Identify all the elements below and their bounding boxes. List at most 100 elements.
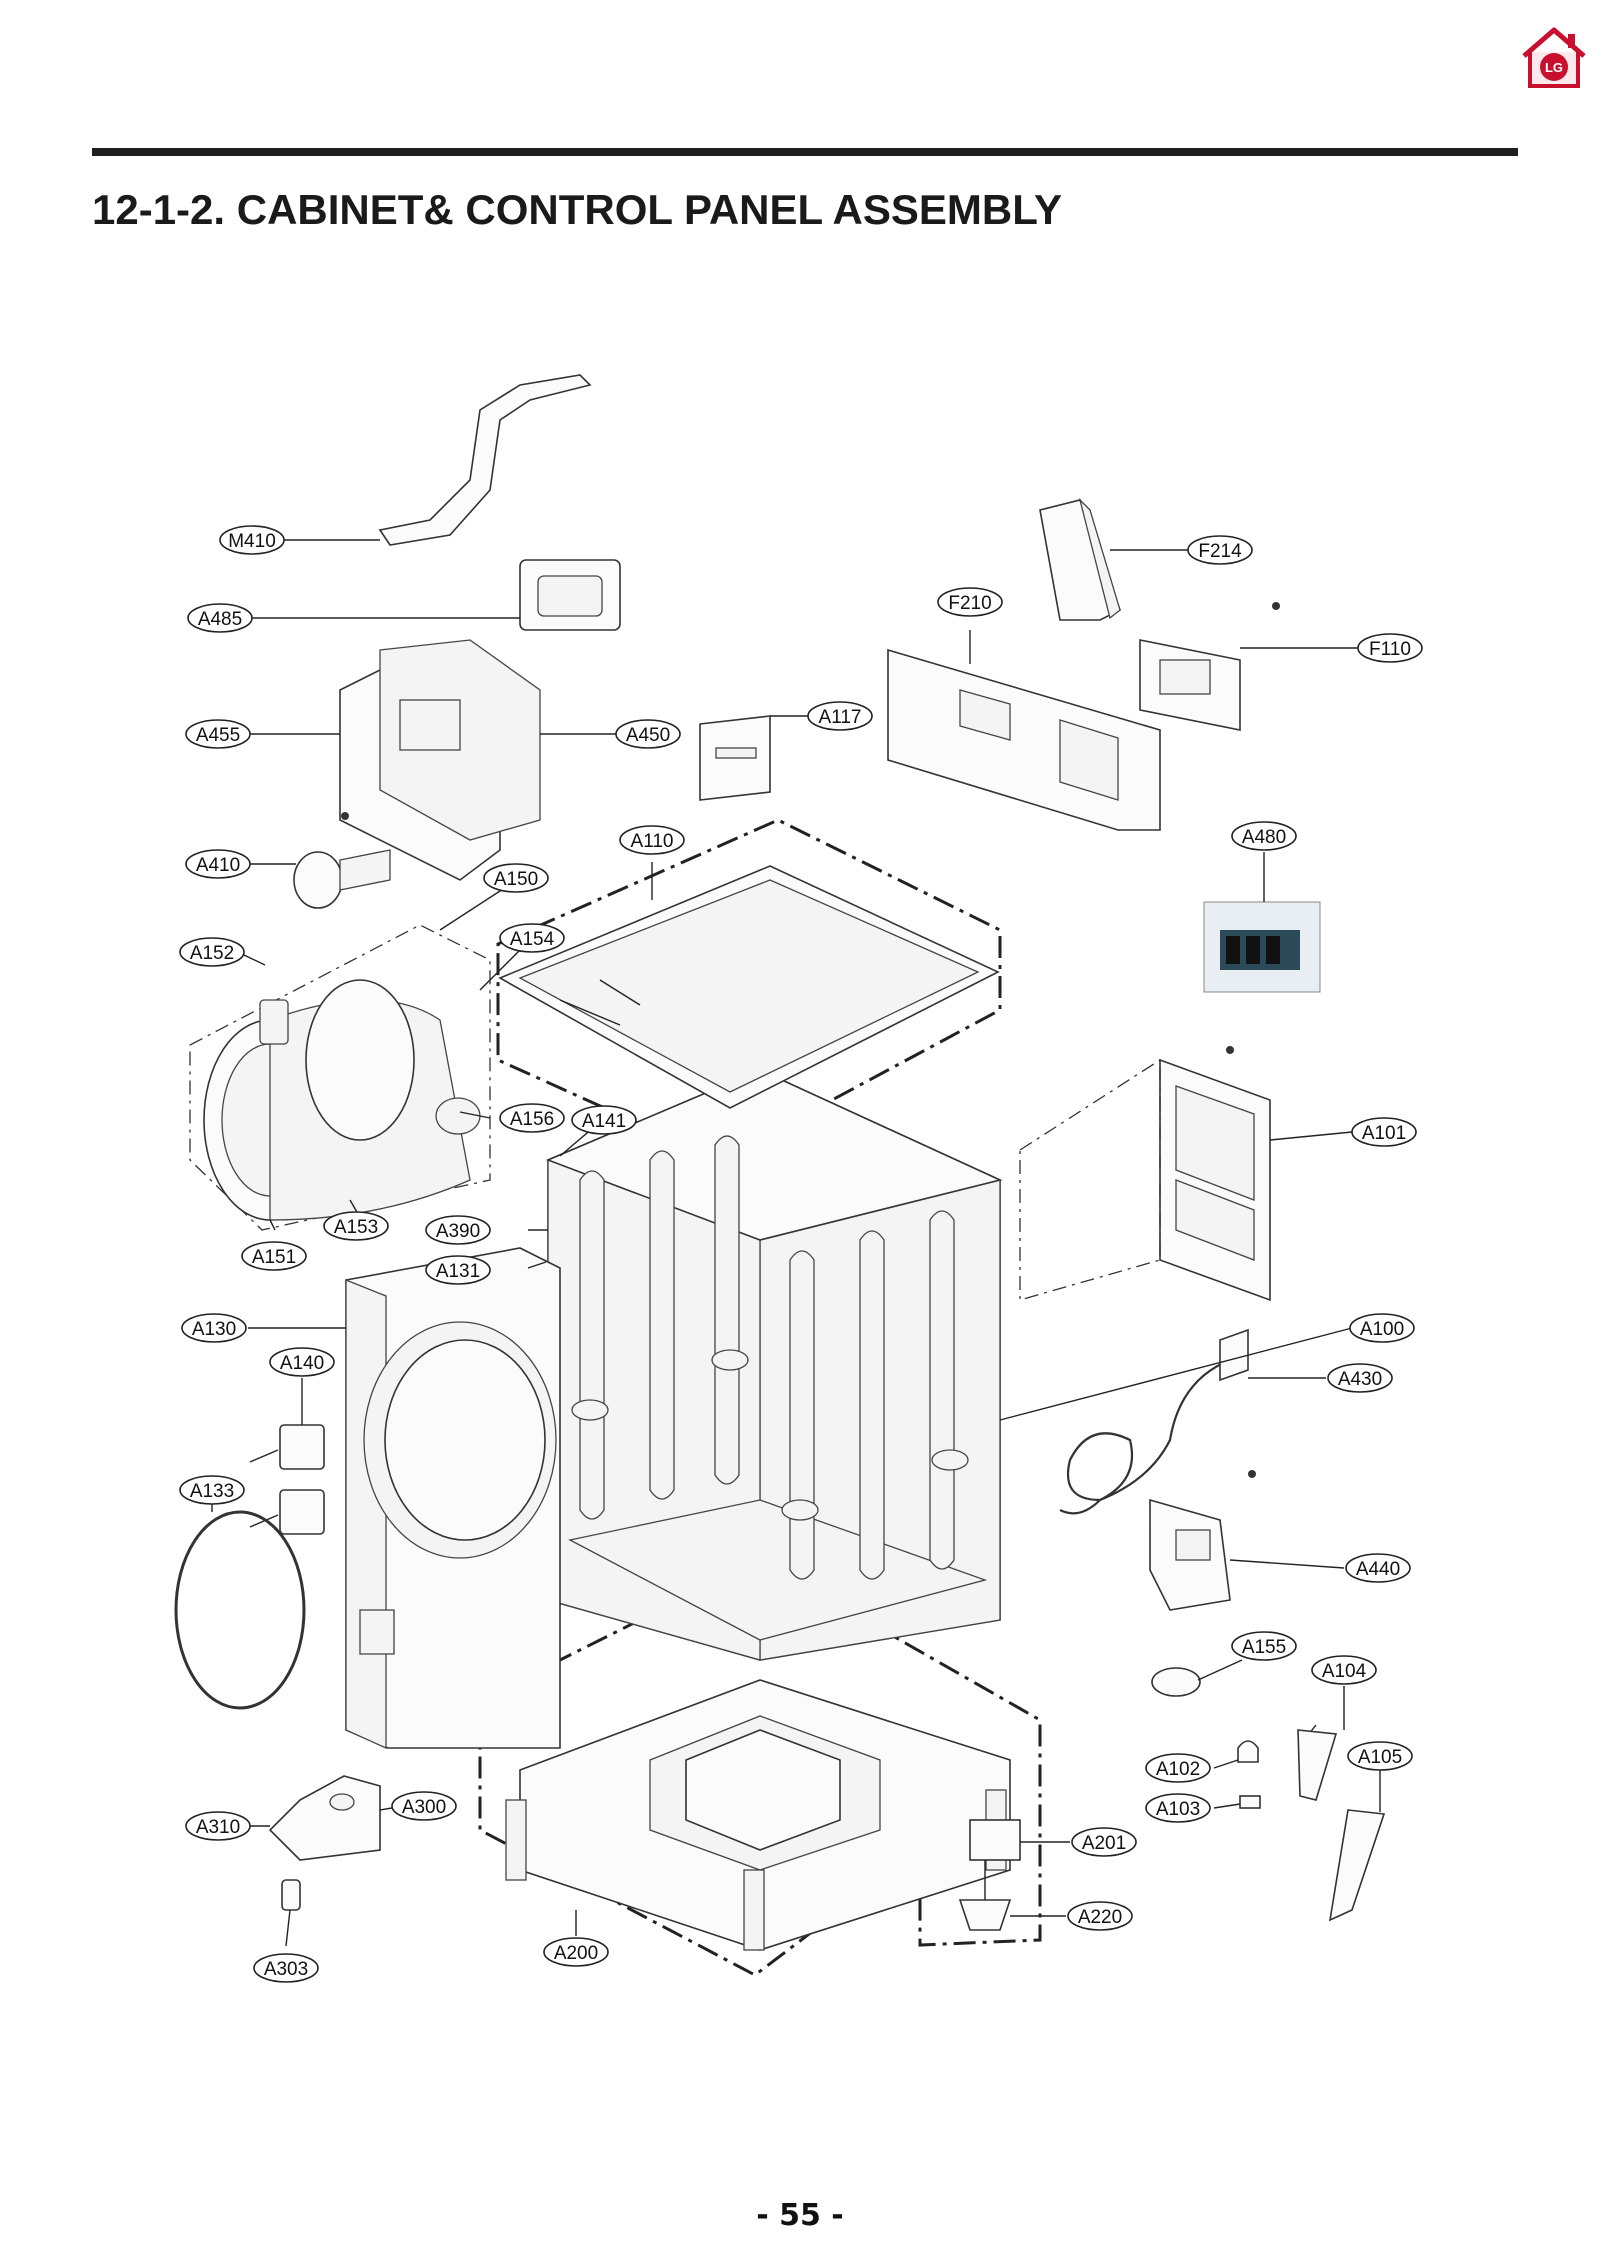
callout-A390: A390 xyxy=(425,1215,491,1245)
callout-A155: A155 xyxy=(1231,1631,1297,1661)
callout-A130: A130 xyxy=(181,1313,247,1343)
screws xyxy=(341,602,1280,1478)
svg-text:F210: F210 xyxy=(948,593,991,614)
callout-F210: F210 xyxy=(937,587,1003,617)
callout-A140: A140 xyxy=(269,1347,335,1377)
callout-F110: F110 xyxy=(1357,633,1423,663)
callout-A485: A485 xyxy=(187,603,253,633)
page-number: - 55 - xyxy=(756,2198,844,2233)
svg-text:A201: A201 xyxy=(1082,1833,1126,1854)
logo-text: LG xyxy=(1545,60,1563,75)
callout-A102: A102 xyxy=(1145,1753,1211,1783)
svg-text:A310: A310 xyxy=(196,1817,240,1838)
callout-A300: A300 xyxy=(391,1791,457,1821)
callout-M410: M410 xyxy=(219,525,285,555)
callout-A141: A141 xyxy=(571,1105,637,1135)
lg-home-logo-icon: LG xyxy=(1522,27,1586,88)
svg-text:A220: A220 xyxy=(1078,1907,1122,1928)
svg-text:A110: A110 xyxy=(631,831,674,852)
callout-A133: A133 xyxy=(179,1475,245,1505)
svg-text:A303: A303 xyxy=(264,1959,308,1980)
svg-text:A102: A102 xyxy=(1156,1759,1200,1780)
top-plate xyxy=(498,865,1000,1109)
svg-text:A103: A103 xyxy=(1156,1799,1200,1820)
callout-A450: A450 xyxy=(615,719,681,749)
mount-bracket xyxy=(699,715,771,801)
gasket-ring xyxy=(174,1510,306,1710)
callout-A303: A303 xyxy=(253,1953,319,1983)
callout-A110: A110 xyxy=(619,825,685,855)
callout-A200: A200 xyxy=(543,1937,609,1967)
small-fasteners xyxy=(1237,1724,1386,1922)
door-hinge xyxy=(249,1424,325,1535)
power-board-bracket xyxy=(519,559,621,631)
svg-text:A390: A390 xyxy=(436,1221,480,1242)
callout-A153: A153 xyxy=(323,1211,389,1241)
svg-text:A200: A200 xyxy=(554,1943,598,1964)
callout-F214: F214 xyxy=(1187,535,1253,565)
svg-text:A100: A100 xyxy=(1360,1319,1404,1340)
callout-A150: A150 xyxy=(483,863,549,893)
callout-labels: M410 A485 A455 A450 A117 A410 A150 A154 … xyxy=(179,525,1423,1983)
callout-A154: A154 xyxy=(499,923,565,953)
callout-A455: A455 xyxy=(185,719,251,749)
callout-A103: A103 xyxy=(1145,1793,1211,1823)
callout-A220: A220 xyxy=(1067,1901,1133,1931)
svg-text:M410: M410 xyxy=(228,531,276,552)
base-frame xyxy=(505,1679,1011,1951)
leveling-foot xyxy=(958,1819,1021,1931)
svg-text:A151: A151 xyxy=(252,1247,296,1268)
control-pcb xyxy=(1139,639,1241,731)
svg-text:A133: A133 xyxy=(190,1481,234,1502)
svg-text:A104: A104 xyxy=(1322,1661,1367,1682)
svg-text:F110: F110 xyxy=(1369,639,1411,660)
callout-A104: A104 xyxy=(1311,1655,1377,1685)
svg-text:A440: A440 xyxy=(1356,1559,1400,1580)
main-pcb-housing xyxy=(339,639,541,881)
svg-text:A455: A455 xyxy=(196,725,240,746)
svg-text:A154: A154 xyxy=(510,929,555,950)
callout-A131: A131 xyxy=(425,1255,491,1285)
callout-A117: A117 xyxy=(807,701,873,731)
callout-A156: A156 xyxy=(499,1103,565,1133)
callout-A152: A152 xyxy=(179,937,245,967)
foot-cap xyxy=(1151,1667,1201,1697)
leader-lines xyxy=(211,539,1381,1947)
front-panel xyxy=(345,1247,561,1750)
power-cord xyxy=(1059,1328,1249,1515)
svg-text:A410: A410 xyxy=(196,855,240,876)
svg-text:F214: F214 xyxy=(1198,541,1242,562)
svg-text:A130: A130 xyxy=(192,1319,236,1340)
dispenser-buttons xyxy=(1039,497,1121,621)
callout-A410: A410 xyxy=(185,849,251,879)
filter-photo xyxy=(1203,901,1321,993)
callout-A430: A430 xyxy=(1327,1363,1393,1393)
cabinet-body xyxy=(545,1068,1003,1661)
svg-text:A152: A152 xyxy=(190,943,234,964)
back-cover xyxy=(1019,1058,1271,1302)
callout-A310: A310 xyxy=(185,1811,251,1841)
svg-text:A117: A117 xyxy=(819,707,862,728)
callout-A201: A201 xyxy=(1071,1827,1137,1857)
svg-text:A155: A155 xyxy=(1242,1637,1286,1658)
filter-cover xyxy=(268,1775,381,1911)
svg-text:A131: A131 xyxy=(436,1261,480,1282)
svg-text:A480: A480 xyxy=(1242,827,1286,848)
svg-text:A101: A101 xyxy=(1362,1123,1406,1144)
pressure-sensor xyxy=(293,849,391,909)
callout-A480: A480 xyxy=(1231,821,1297,851)
tub-front xyxy=(203,979,481,1221)
callout-A151: A151 xyxy=(241,1241,307,1271)
callout-A440: A440 xyxy=(1345,1553,1411,1583)
callout-A100: A100 xyxy=(1349,1313,1415,1343)
svg-text:A430: A430 xyxy=(1338,1369,1382,1390)
svg-text:A140: A140 xyxy=(280,1353,324,1374)
svg-text:A300: A300 xyxy=(402,1797,446,1818)
svg-text:A450: A450 xyxy=(626,725,670,746)
svg-text:A153: A153 xyxy=(334,1217,378,1238)
callout-A105: A105 xyxy=(1347,1741,1413,1771)
control-panel xyxy=(887,648,1161,831)
svg-text:A150: A150 xyxy=(494,869,538,890)
svg-text:A156: A156 xyxy=(510,1109,554,1130)
